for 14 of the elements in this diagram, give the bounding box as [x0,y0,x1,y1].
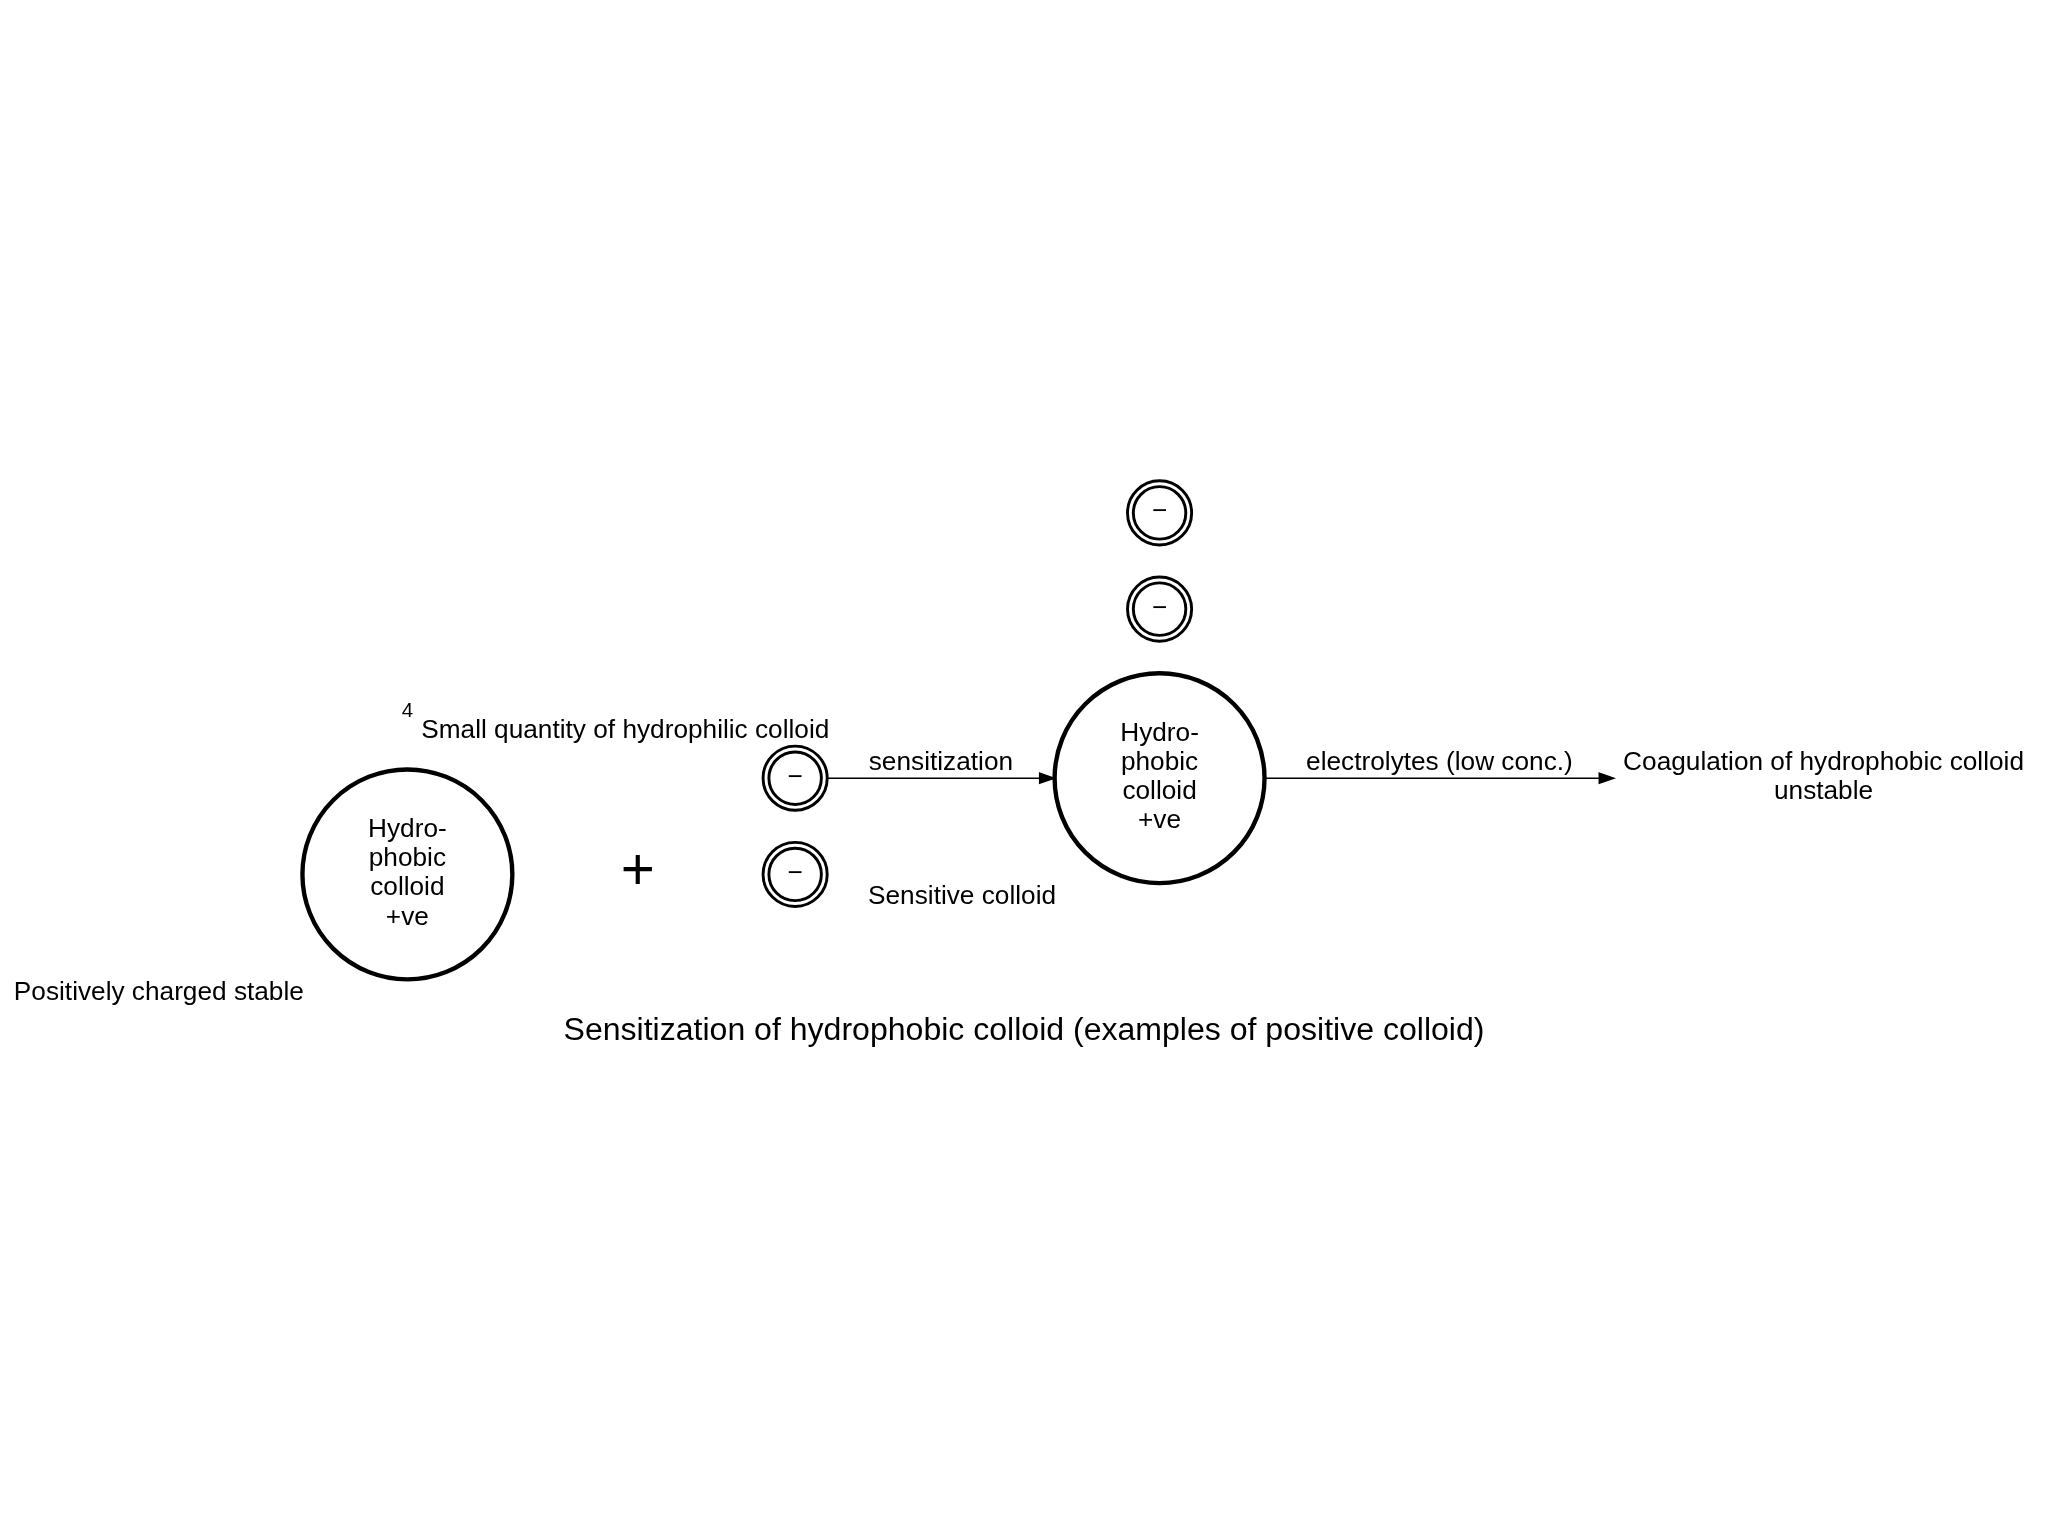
edge-label: sensitization [868,746,1014,777]
caption: Sensitization of hydrophobic colloid (examples of positive colloid) [563,1011,1485,1048]
node-circle: − [1126,575,1194,643]
node-label: Small quantity of hydrophilic colloid [421,713,830,744]
node-circle: − [761,840,829,908]
label: 4 [401,698,414,721]
node-circle: Hydro- phobic colloid +ve [300,767,515,982]
edge-label: electrolytes (low conc.) [1306,746,1573,777]
arrow [1263,772,1617,785]
node-circle: − [1126,479,1194,547]
node-circle: − [761,744,829,812]
node-circle: Hydro- phobic colloid +ve [1052,671,1267,886]
label: + [620,835,655,901]
node-text: Coagulation of hydrophobic colloid unstable [1623,746,2024,806]
